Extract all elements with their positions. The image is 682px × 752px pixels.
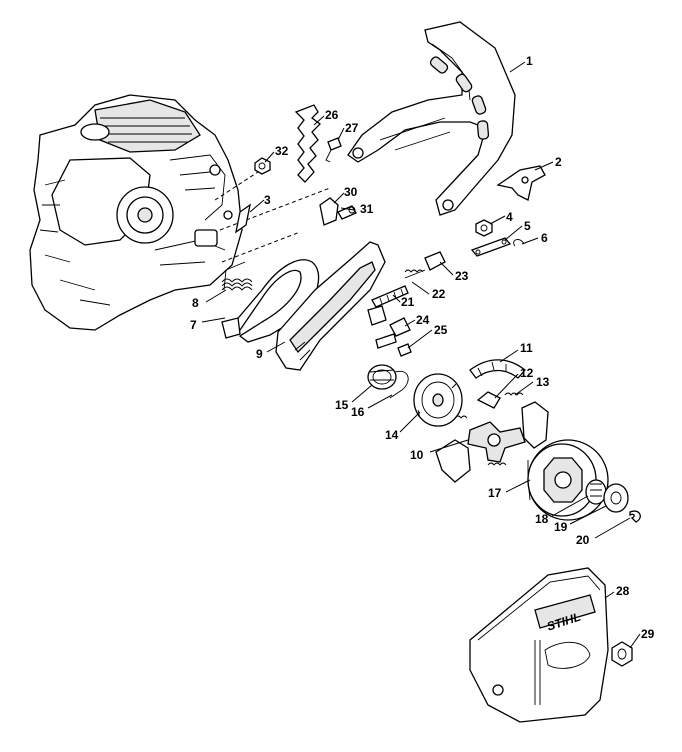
hand-guard	[347, 21, 516, 216]
clutch-shoe-11	[469, 359, 526, 379]
callout-11: 11	[520, 341, 533, 355]
callout-18: 18	[535, 512, 549, 526]
callout-32: 32	[275, 144, 289, 158]
brake-band	[221, 259, 320, 343]
sprocket-cover-28: STIHL	[469, 567, 609, 723]
screw-31	[337, 205, 357, 220]
washer-19	[603, 483, 629, 513]
callout-23: 23	[455, 269, 469, 283]
callout-12: 12	[520, 366, 534, 380]
callout-29: 29	[641, 627, 655, 641]
callout-labels: 1 2 3 4 5 6 7 8 9 10 11 12 13 14 15 16 1…	[190, 54, 655, 641]
callout-10: 10	[410, 448, 424, 462]
screw-27	[325, 137, 342, 163]
tensioner-24	[367, 305, 411, 337]
e-clip-20	[629, 510, 641, 523]
callout-5: 5	[524, 219, 531, 233]
link-5	[470, 237, 512, 257]
slide-23	[424, 251, 446, 271]
callout-13: 13	[536, 375, 550, 389]
callout-24: 24	[416, 313, 430, 327]
nut-29	[611, 641, 633, 667]
catcher-plate-26	[294, 104, 321, 183]
callout-30: 30	[344, 185, 358, 199]
tensioner-screw-21	[371, 285, 409, 308]
brake-lever	[496, 165, 546, 201]
callout-19: 19	[554, 520, 568, 534]
clutch-shoe-left	[435, 439, 471, 483]
callout-20: 20	[576, 533, 590, 547]
callout-31: 31	[360, 202, 374, 216]
bracket-30	[319, 197, 339, 226]
screw-25	[375, 333, 412, 357]
callout-3: 3	[264, 193, 271, 207]
callout-22: 22	[432, 287, 446, 301]
callout-14: 14	[385, 428, 399, 442]
clip-3	[235, 203, 251, 234]
callout-28: 28	[616, 584, 630, 598]
callout-8: 8	[192, 296, 199, 310]
cover-9	[275, 241, 386, 371]
clutch-carrier-10	[467, 421, 526, 463]
callout-17: 17	[488, 486, 502, 500]
disc-14	[413, 373, 463, 427]
callout-15: 15	[335, 398, 349, 412]
spring-15	[367, 364, 397, 390]
callout-7: 7	[190, 318, 197, 332]
callout-9: 9	[256, 347, 263, 361]
hook-16	[389, 370, 409, 399]
nut-32	[254, 157, 271, 175]
spring-8	[221, 261, 253, 291]
clip-6	[513, 239, 525, 247]
spring-22	[404, 269, 426, 279]
bearing-18	[585, 479, 607, 505]
callout-27: 27	[345, 121, 359, 135]
callout-2: 2	[555, 155, 562, 169]
engine-housing	[29, 94, 243, 331]
callout-4: 4	[506, 210, 513, 224]
nut-4	[475, 219, 493, 237]
callout-6: 6	[541, 231, 548, 245]
spring-center	[454, 415, 507, 466]
clutch-shoe-right	[521, 401, 549, 449]
leader-lines	[201, 61, 641, 649]
callout-16: 16	[351, 405, 365, 419]
callout-25: 25	[434, 323, 448, 337]
callout-26: 26	[325, 108, 339, 122]
spring-12	[476, 391, 501, 409]
callout-21: 21	[401, 295, 415, 309]
spring-13	[504, 392, 524, 396]
callout-1: 1	[526, 54, 533, 68]
alignment-lines	[214, 171, 331, 263]
